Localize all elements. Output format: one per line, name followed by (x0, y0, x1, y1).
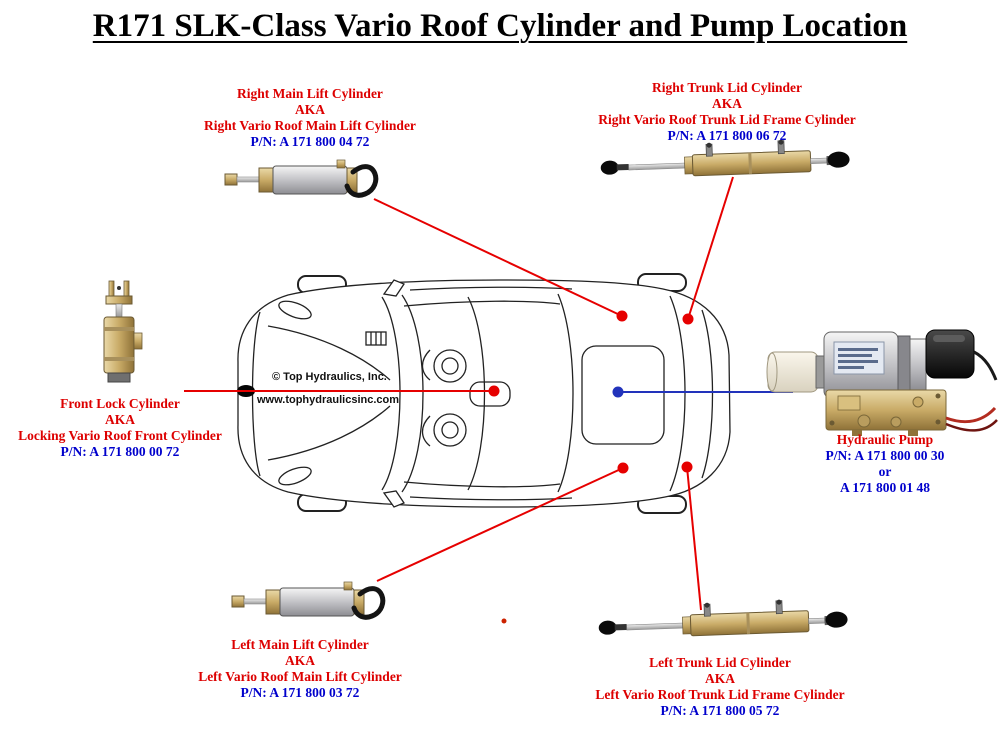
leader-line-left-main (376, 467, 624, 582)
aka-text: AKA (712, 96, 742, 111)
part-number: P/N: A 171 800 04 72 (250, 134, 370, 149)
car-center-console (469, 381, 511, 407)
stray-mark (501, 618, 507, 624)
component-alt-name: Left Vario Roof Main Lift Cylinder (198, 669, 402, 684)
leader-lines (184, 176, 793, 611)
car-hood-vent (365, 331, 387, 346)
component-name: Right Main Lift Cylinder (237, 86, 383, 101)
watermark-website: www.tophydraulicsinc.com (257, 394, 400, 406)
pump-wires (945, 350, 998, 432)
anchor-dot-pump (612, 386, 624, 398)
label-hydraulic-pump: Hydraulic Pump P/N: A 171 800 00 30 or A… (775, 432, 995, 496)
component-name: Front Lock Cylinder (60, 396, 180, 411)
component-alt-name: Right Vario Roof Trunk Lid Frame Cylinde… (598, 112, 856, 127)
component-alt-name: Locking Vario Roof Front Cylinder (18, 428, 222, 443)
aka-text: AKA (295, 102, 325, 117)
car-top-view (237, 273, 731, 514)
part-number: P/N: A 171 800 00 72 (60, 444, 180, 459)
right-main-cylinder-illustration (225, 160, 376, 195)
leader-line-right-trunk (687, 176, 734, 320)
component-name: Hydraulic Pump (836, 432, 934, 447)
car-mirror-left (382, 490, 405, 508)
label-right-trunk-cylinder: Right Trunk Lid Cylinder AKA Right Vario… (572, 80, 882, 144)
or-text: or (878, 464, 892, 479)
car-mirror-right (382, 279, 405, 297)
left-main-cylinder-illustration (232, 582, 383, 617)
anchor-dot-left-main (617, 462, 629, 474)
component-name: Left Main Lift Cylinder (231, 637, 369, 652)
aka-text: AKA (285, 653, 315, 668)
part-number: P/N: A 171 800 03 72 (240, 685, 360, 700)
left-trunk-cylinder-illustration (597, 596, 849, 640)
label-front-lock-cylinder: Front Lock Cylinder AKA Locking Vario Ro… (0, 396, 240, 460)
car-windshield (381, 296, 401, 491)
watermark-company: © Top Hydraulics, Inc. (272, 371, 387, 383)
aka-text: AKA (705, 671, 735, 686)
aka-text: AKA (105, 412, 135, 427)
car-roof-deck (581, 345, 665, 445)
leader-line-left-trunk (686, 466, 702, 611)
component-alt-name: Left Vario Roof Trunk Lid Frame Cylinder (595, 687, 845, 702)
page-title-text: R171 SLK-Class Vario Roof Cylinder and P… (92, 8, 908, 44)
car-headlight-left (278, 466, 312, 486)
part-number: P/N: A 171 800 00 30 (825, 448, 945, 463)
anchor-dots (488, 310, 694, 624)
component-name: Left Trunk Lid Cylinder (649, 655, 791, 670)
front-lock-cylinder-illustration (103, 280, 143, 383)
part-number-alt: A 171 800 01 48 (839, 480, 930, 495)
label-left-main-cylinder: Left Main Lift Cylinder AKA Left Vario R… (170, 637, 430, 701)
car-trunk-seam (669, 295, 686, 492)
part-number: P/N: A 171 800 05 72 (660, 703, 780, 718)
anchor-dot-front-lock (488, 385, 500, 397)
anchor-dot-left-trunk (681, 461, 693, 473)
page-title: R171 SLK-Class Vario Roof Cylinder and P… (0, 8, 1000, 45)
leader-line-right-main (373, 198, 623, 317)
pump-motor-label (833, 341, 885, 375)
component-name: Right Trunk Lid Cylinder (652, 80, 802, 95)
part-number: P/N: A 171 800 06 72 (667, 128, 787, 143)
anchor-dot-right-trunk (682, 313, 694, 325)
component-alt-name: Right Vario Roof Main Lift Cylinder (204, 118, 416, 133)
hydraulic-pump-illustration (766, 329, 998, 436)
car-rear-window (557, 293, 574, 493)
car-seats (421, 349, 467, 447)
car-headlight-right (278, 300, 312, 320)
label-left-trunk-cylinder: Left Trunk Lid Cylinder AKA Left Vario R… (565, 655, 875, 719)
label-right-main-cylinder: Right Main Lift Cylinder AKA Right Vario… (180, 86, 440, 150)
anchor-dot-right-main (616, 310, 628, 322)
